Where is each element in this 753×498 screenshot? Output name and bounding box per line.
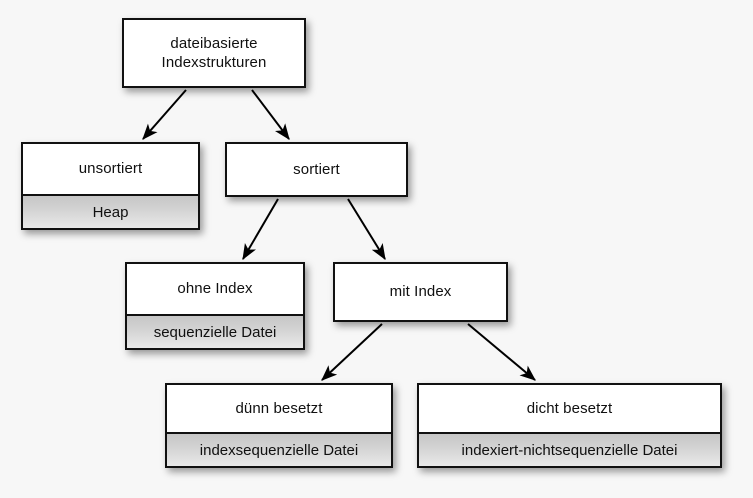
node-unsortiert[interactable]: unsortiert Heap xyxy=(21,142,200,230)
node-dicht-besetzt[interactable]: dicht besetzt indexiert-nichtsequenziell… xyxy=(417,383,722,468)
node-duenn-besetzt-title: dünn besetzt xyxy=(167,385,391,432)
edge-mit-index-to-duenn-besetzt xyxy=(321,323,383,381)
node-duenn-besetzt[interactable]: dünn besetzt indexsequenzielle Datei xyxy=(165,383,393,468)
node-mit-index[interactable]: mit Index xyxy=(333,262,508,322)
edge-root-to-sortiert xyxy=(251,89,290,140)
node-sortiert-title: sortiert xyxy=(227,144,406,195)
edge-mit-index-to-dicht-besetzt xyxy=(467,323,536,381)
node-root-title: dateibasierte Indexstrukturen xyxy=(124,20,304,86)
node-dicht-besetzt-subtitle: indexiert-nichtsequenzielle Datei xyxy=(419,432,720,466)
node-dicht-besetzt-title: dicht besetzt xyxy=(419,385,720,432)
node-unsortiert-subtitle: Heap xyxy=(23,194,198,228)
node-ohne-index-subtitle: sequenzielle Datei xyxy=(127,314,303,348)
edge-sortiert-to-ohne-index xyxy=(242,198,279,261)
node-mit-index-title: mit Index xyxy=(335,264,506,320)
node-root[interactable]: dateibasierte Indexstrukturen xyxy=(122,18,306,88)
node-ohne-index[interactable]: ohne Index sequenzielle Datei xyxy=(125,262,305,350)
node-duenn-besetzt-subtitle: indexsequenzielle Datei xyxy=(167,432,391,466)
node-sortiert[interactable]: sortiert xyxy=(225,142,408,197)
edge-sortiert-to-mit-index xyxy=(347,198,386,261)
node-unsortiert-title: unsortiert xyxy=(23,144,198,194)
edge-root-to-unsortiert xyxy=(142,89,187,140)
node-ohne-index-title: ohne Index xyxy=(127,264,303,314)
